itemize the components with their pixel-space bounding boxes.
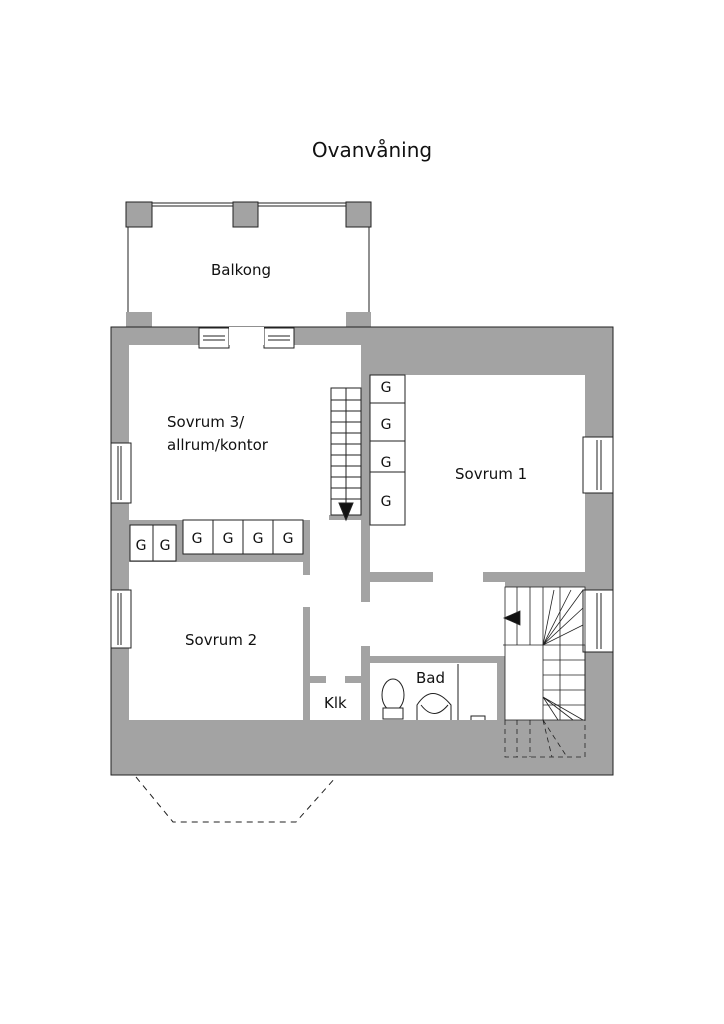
room-label-bedroom3-sub: allrum/kontor (167, 436, 269, 454)
room-label-bedroom1: Sovrum 1 (455, 465, 527, 483)
floor-title: Ovanvåning (312, 138, 432, 162)
room-label-bedroom3: Sovrum 3/ (167, 413, 245, 431)
bay-window-outline (135, 776, 337, 823)
wardrobe-label: G (253, 531, 264, 547)
room-label-balcony: Balkong (211, 261, 271, 279)
wardrobe-label: G (381, 455, 392, 471)
room-label-bedroom2: Sovrum 2 (185, 631, 257, 649)
sink-icon (416, 693, 452, 720)
staircase-straight (330, 387, 362, 522)
staircase-winding (503, 586, 586, 758)
wardrobe-labels: G G G G G G G G G G (136, 380, 392, 554)
arrow-left-icon (503, 610, 521, 626)
wardrobe-label: G (223, 531, 234, 547)
faucet-icon (470, 715, 486, 720)
wardrobe-label: G (136, 538, 147, 554)
balcony (125, 201, 372, 328)
building-walls (110, 326, 614, 776)
bathroom-fixtures (381, 664, 486, 720)
windows (110, 327, 614, 653)
wardrobe-label: G (160, 538, 171, 554)
wardrobe-label: G (381, 380, 392, 396)
wardrobe-label: G (192, 531, 203, 547)
arrow-down-icon (338, 502, 354, 522)
wardrobes (129, 374, 406, 562)
wardrobe-label: G (283, 531, 294, 547)
room-label-closet: Klk (324, 694, 347, 712)
room-label-bathroom: Bad (416, 669, 445, 687)
toilet-icon (381, 678, 405, 712)
wardrobe-label: G (381, 417, 392, 433)
wardrobe-label: G (381, 494, 392, 510)
